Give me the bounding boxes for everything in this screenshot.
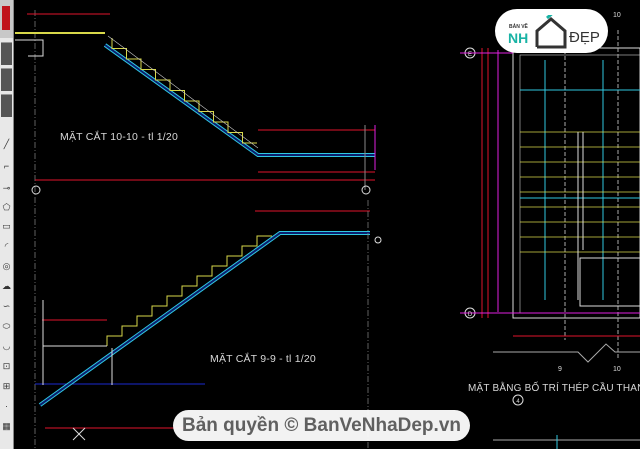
drawing-canvas[interactable]: E D 4 9 10 10 <box>13 0 640 449</box>
axis-label-10-bottom: 10 <box>613 366 621 373</box>
insert-block-icon[interactable]: ⊡ <box>2 361 11 371</box>
revcloud-tool-icon[interactable]: ☁ <box>2 281 11 291</box>
toolbar-grip[interactable] <box>1 68 12 91</box>
polyline-tool-icon[interactable]: ⌐ <box>3 161 10 171</box>
rectangle-tool-icon[interactable]: ▭ <box>2 221 11 231</box>
logo-nh-text: NH <box>508 30 529 46</box>
toolbar-grip[interactable] <box>1 42 12 65</box>
watermark-logo: BẢN VẼ NH ĐẸP <box>495 9 608 53</box>
hatch-tool-icon[interactable]: ▦ <box>2 421 11 431</box>
ellipse-tool-icon[interactable]: ⬭ <box>2 321 11 331</box>
copyright-watermark: Bản quyền © BanVeNhaDep.vn <box>173 410 470 441</box>
toolbar-header <box>0 0 13 38</box>
logo-dep-text: ĐẸP <box>569 29 600 46</box>
toolbar-grip[interactable] <box>1 94 12 117</box>
line-tool-icon[interactable]: ╱ <box>3 139 10 149</box>
stair-plan <box>460 30 640 449</box>
circle-tool-icon[interactable]: ◎ <box>2 261 11 271</box>
app-icon <box>2 6 10 30</box>
draw-toolbar: ╱ ⌐ ⊸ ⬠ ▭ ◜ ◎ ☁ ∽ ⬭ ◡ ⊡ ⊞ · ▦ <box>0 0 14 449</box>
section-9-9-title: MẶT CẮT 9-9 - tl 1/20 <box>210 353 316 365</box>
section-10-10 <box>15 10 376 449</box>
ellipse-arc-tool-icon[interactable]: ◡ <box>2 341 11 351</box>
axis-label-e: E <box>468 52 472 58</box>
spline-tool-icon[interactable]: ∽ <box>2 301 11 311</box>
logo-small-text: BẢN VẼ <box>509 24 528 30</box>
point-tool-icon[interactable]: · <box>5 401 8 411</box>
polygon-tool-icon[interactable]: ⬠ <box>2 202 11 212</box>
construction-line-icon[interactable]: ⊸ <box>2 183 11 193</box>
axis-label-10-top: 10 <box>613 12 621 19</box>
axis-label-d: D <box>468 312 473 318</box>
arc-tool-icon[interactable]: ◜ <box>4 241 9 251</box>
plan-title: MẶT BẰNG BỐ TRÍ THÉP CẦU THANG <box>468 383 640 394</box>
section-10-10-title: MẶT CẮT 10-10 - tl 1/20 <box>60 131 179 143</box>
section-9-9 <box>35 200 382 449</box>
axis-label-4: 4 <box>516 399 520 405</box>
axis-label-9: 9 <box>558 366 562 373</box>
make-block-icon[interactable]: ⊞ <box>2 381 11 391</box>
house-icon <box>535 15 567 49</box>
